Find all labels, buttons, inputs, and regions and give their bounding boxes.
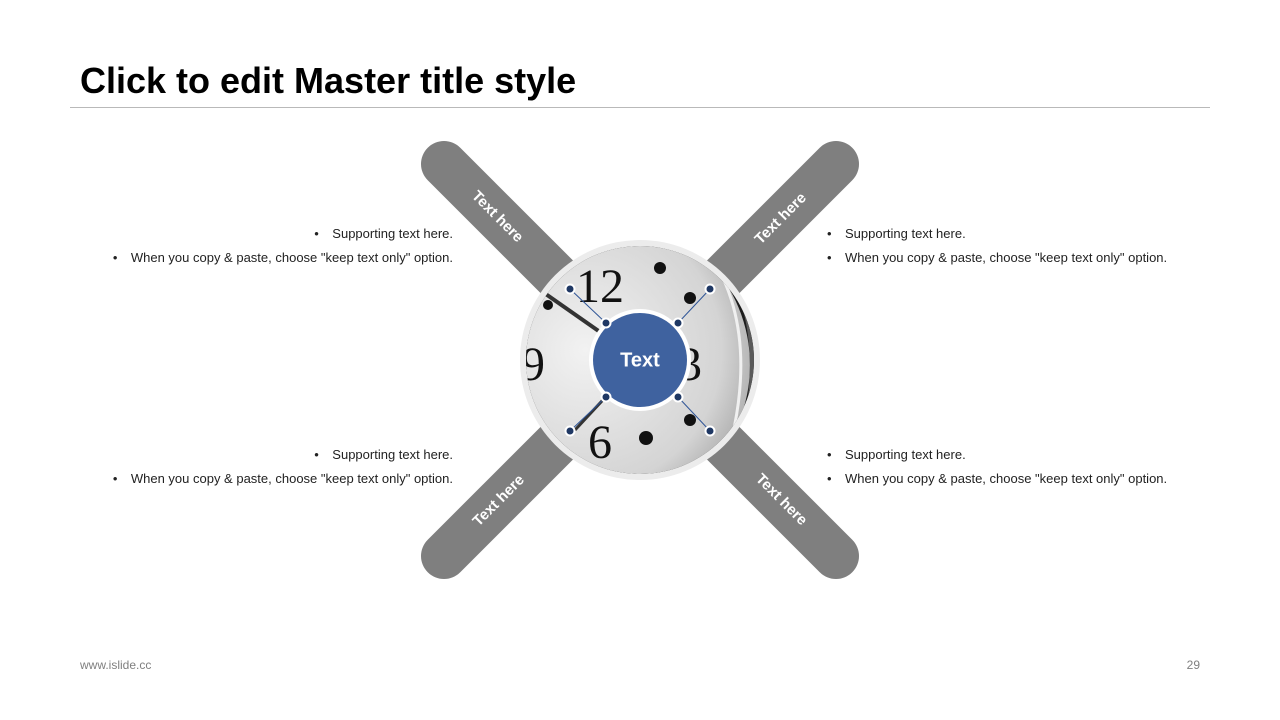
- title-divider: [70, 107, 1210, 108]
- connector-dots: [564, 283, 716, 437]
- text-block-bottom-right[interactable]: •Supporting text here. •When you copy & …: [827, 447, 1168, 486]
- connector-top-right: [677, 288, 711, 324]
- connector-dot: [704, 425, 716, 437]
- page-number: 29: [1186, 658, 1200, 672]
- instruction-text: When you copy & paste, choose "keep text…: [845, 471, 1168, 486]
- text-block-top-right[interactable]: •Supporting text here. •When you copy & …: [827, 226, 1168, 265]
- connector-bottom-left: [569, 396, 607, 432]
- slide-title[interactable]: Click to edit Master title style: [80, 60, 577, 101]
- connector-dot: [672, 317, 684, 329]
- connector-dot: [600, 391, 612, 403]
- supporting-text: Supporting text here.: [845, 447, 966, 462]
- svg-text:12: 12: [576, 260, 624, 313]
- instruction-text: When you copy & paste, choose "keep text…: [130, 471, 453, 486]
- supporting-text: Supporting text here.: [845, 226, 966, 241]
- supporting-text: Supporting text here.: [332, 447, 453, 462]
- connector-dot: [600, 317, 612, 329]
- instruction-text: When you copy & paste, choose "keep text…: [130, 250, 453, 265]
- text-block-top-left[interactable]: •Supporting text here. •When you copy & …: [112, 226, 453, 265]
- center-label: Text: [620, 349, 660, 371]
- connector-dot: [564, 283, 576, 295]
- svg-text:9: 9: [521, 338, 545, 391]
- instruction-text: When you copy & paste, choose "keep text…: [845, 250, 1168, 265]
- center-circle[interactable]: [593, 313, 687, 407]
- connector-dot: [564, 425, 576, 437]
- footer-url: www.islide.cc: [80, 658, 152, 672]
- connector-dot: [704, 283, 716, 295]
- connector-bottom-right: [677, 396, 711, 432]
- text-block-bottom-left[interactable]: •Supporting text here. •When you copy & …: [112, 447, 453, 486]
- svg-text:6: 6: [588, 416, 612, 469]
- connector-dot: [672, 391, 684, 403]
- connector-top-left: [569, 288, 607, 324]
- supporting-text: Supporting text here.: [332, 226, 453, 241]
